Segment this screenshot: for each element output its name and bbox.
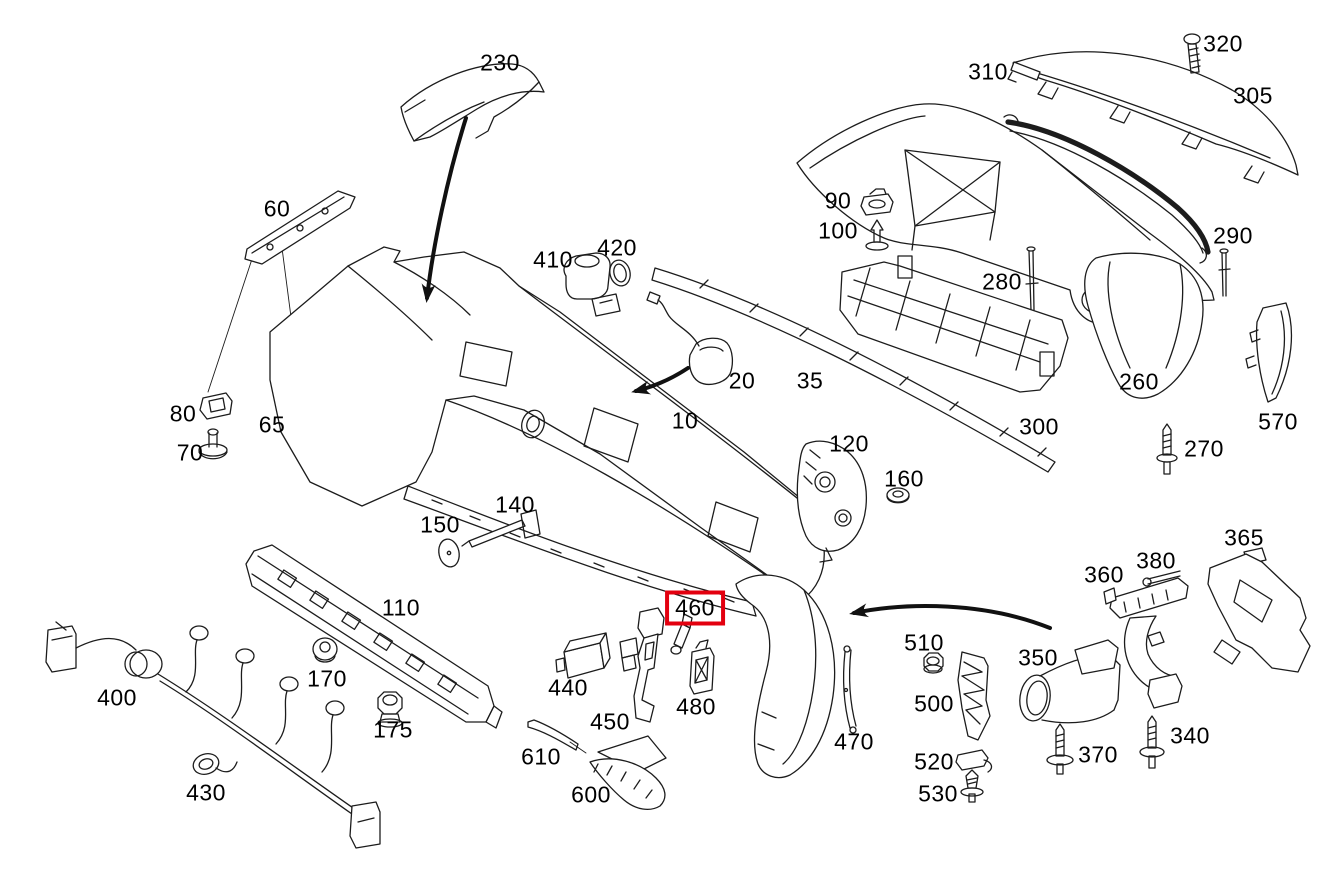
arrow-left-long-icon (849, 603, 1052, 630)
part-label-140[interactable]: 140 (495, 491, 535, 518)
part-320-screw-drawing (1183, 33, 1201, 74)
part-365-bracket-drawing (1207, 547, 1311, 673)
part-label-305[interactable]: 305 (1233, 82, 1273, 109)
part-label-520[interactable]: 520 (914, 748, 954, 775)
part-20-tow-cover-drawing (646, 291, 734, 385)
part-150-disc-drawing (438, 538, 460, 568)
part-label-480[interactable]: 480 (676, 693, 716, 720)
part-70-screw-drawing (198, 428, 228, 460)
part-label-500[interactable]: 500 (914, 690, 954, 717)
part-label-300[interactable]: 300 (1019, 413, 1059, 440)
part-label-290[interactable]: 290 (1213, 222, 1253, 249)
part-label-450[interactable]: 450 (590, 708, 630, 735)
part-label-350[interactable]: 350 (1018, 644, 1058, 671)
part-label-175[interactable]: 175 (373, 716, 413, 743)
part-280-pin-drawing (1025, 246, 1231, 311)
part-260-corner-drawing (1084, 252, 1204, 399)
part-label-370[interactable]: 370 (1078, 741, 1118, 768)
part-label-270[interactable]: 270 (1184, 435, 1224, 462)
part-label-510[interactable]: 510 (904, 629, 944, 656)
part-140-pin-drawing (461, 509, 541, 548)
part-290-seal-strip-drawing (1003, 114, 1211, 264)
part-label-65[interactable]: 65 (258, 411, 286, 438)
part-530-rivet-drawing (960, 769, 984, 803)
part-label-230[interactable]: 230 (480, 49, 520, 76)
part-60-bracket-strip-drawing (244, 190, 356, 265)
part-label-80[interactable]: 80 (169, 400, 197, 427)
part-label-160[interactable]: 160 (884, 465, 924, 492)
part-170-grommet-drawing (312, 637, 338, 663)
part-310-clip-drawing (1007, 61, 1041, 83)
part-35-strip-drawing (651, 267, 1056, 473)
part-440-module-drawing (555, 632, 611, 679)
part-370-screw-drawing (1046, 723, 1074, 775)
part-label-380[interactable]: 380 (1136, 547, 1176, 574)
part-570-blade-drawing (1245, 302, 1293, 403)
part-label-170[interactable]: 170 (307, 665, 347, 692)
part-label-110[interactable]: 110 (381, 594, 421, 621)
part-600-trim-drawing (589, 735, 667, 811)
part-450-bracket-drawing (619, 607, 665, 723)
part-label-35[interactable]: 35 (796, 367, 824, 394)
part-500-bracket-drawing (957, 651, 991, 741)
part-label-570[interactable]: 570 (1258, 408, 1298, 435)
part-label-430[interactable]: 430 (186, 779, 226, 806)
part-175-nut-drawing (377, 691, 403, 728)
part-120-bracket-drawing (796, 440, 868, 563)
part-label-600[interactable]: 600 (571, 781, 611, 808)
part-520-clip-drawing (955, 749, 993, 773)
part-label-440[interactable]: 440 (548, 674, 588, 701)
part-430-clip-drawing (192, 753, 238, 775)
part-300-lattice-tray-drawing (839, 255, 1069, 393)
part-400-harness-drawing (45, 621, 381, 849)
part-270-screw-drawing (1156, 423, 1178, 475)
arrow-left-short-icon (631, 366, 690, 395)
part-10-right-corner-flap-drawing (735, 574, 836, 779)
part-380-pin-drawing (1142, 570, 1181, 587)
part-label-320[interactable]: 320 (1203, 30, 1243, 57)
part-160-nut-drawing (886, 487, 910, 504)
part-360-bracket-drawing (1103, 577, 1189, 709)
part-label-10[interactable]: 10 (671, 407, 699, 434)
part-410-sensor-drawing (563, 252, 621, 317)
part-label-100[interactable]: 100 (818, 217, 858, 244)
part-label-460-highlighted[interactable]: 460 (665, 590, 725, 626)
part-510-nut-drawing (923, 652, 944, 674)
part-label-60[interactable]: 60 (263, 195, 291, 222)
part-label-340[interactable]: 340 (1170, 722, 1210, 749)
part-305-spoiler-drawing (1012, 51, 1299, 184)
part-label-410[interactable]: 410 (533, 246, 573, 273)
part-label-20[interactable]: 20 (728, 367, 756, 394)
part-label-470[interactable]: 470 (834, 728, 874, 755)
part-label-400[interactable]: 400 (97, 684, 137, 711)
part-label-365[interactable]: 365 (1224, 524, 1264, 551)
part-80-clip-nut-drawing (199, 392, 233, 420)
part-340-screw-drawing (1139, 715, 1165, 769)
part-label-260[interactable]: 260 (1119, 368, 1159, 395)
part-230-spoiler-drawing (400, 63, 545, 142)
part-350-exhaust-tip-drawing (1019, 631, 1165, 724)
part-480-plate-drawing (689, 639, 715, 695)
part-label-530[interactable]: 530 (918, 780, 958, 807)
part-label-280[interactable]: 280 (982, 268, 1022, 295)
part-100-rivet-drawing (865, 219, 889, 251)
part-610-stick-drawing (527, 719, 587, 754)
part-label-70[interactable]: 70 (176, 439, 204, 466)
part-label-310[interactable]: 310 (968, 58, 1008, 85)
part-label-420[interactable]: 420 (597, 234, 637, 261)
part-label-90[interactable]: 90 (824, 187, 852, 214)
part-10-bumper-fascia-drawing (269, 246, 825, 617)
part-420-ring-drawing (609, 259, 631, 287)
part-label-610[interactable]: 610 (521, 743, 561, 770)
part-label-150[interactable]: 150 (420, 511, 460, 538)
part-label-120[interactable]: 120 (829, 430, 869, 457)
part-470-stay-drawing (842, 645, 857, 734)
part-110-impact-bar-drawing (245, 544, 503, 729)
arrow-down-curved-icon (421, 116, 468, 303)
part-label-360[interactable]: 360 (1084, 561, 1124, 588)
part-90-clip-drawing (860, 188, 894, 216)
